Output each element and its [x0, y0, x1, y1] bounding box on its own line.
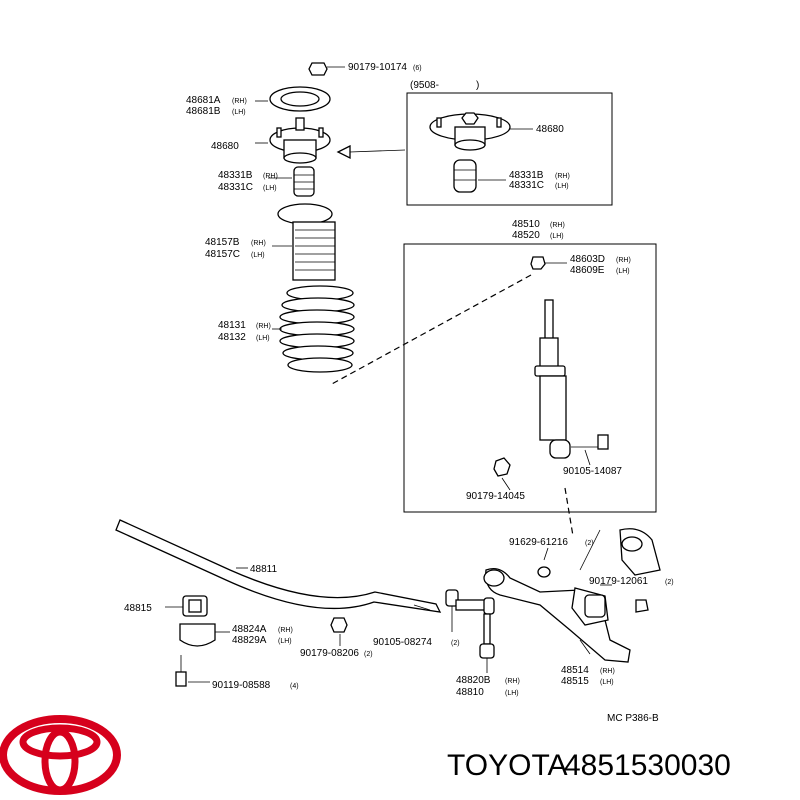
label-90119-08588: 90119-08588: [212, 680, 271, 691]
shock-absorber-box: [329, 243, 657, 537]
label-48815: 48815: [124, 603, 152, 614]
rh-tag: (RH): [600, 668, 615, 675]
dust-boot: [272, 203, 336, 281]
lh-tag: (LH): [263, 185, 277, 192]
toyota-logo: [0, 715, 121, 795]
lh-tag: (LH): [616, 268, 630, 275]
rh-tag: (RH): [505, 678, 520, 685]
label-48609e: 48609E: [570, 265, 605, 276]
label-90105-14087: 90105-14087: [563, 466, 622, 477]
inset-date-close: ): [476, 80, 479, 91]
stabilizer-bar: [115, 519, 442, 613]
label-48157c: 48157C: [205, 249, 240, 260]
qty-90119-08588: (4): [290, 683, 299, 690]
qty-90179-12061: (2): [665, 579, 674, 586]
bracket-bolt: [175, 655, 210, 687]
rh-tag: (RH): [616, 257, 631, 264]
upper-seat-plate: [255, 86, 331, 112]
inset-date-label: (9508-: [410, 80, 439, 91]
rh-tag: (RH): [555, 173, 570, 180]
qty-90179-08206: (2): [364, 651, 373, 658]
label-48680-right: 48680: [536, 124, 564, 135]
lh-tag: (LH): [505, 690, 519, 697]
label-48515: 48515: [561, 676, 589, 687]
label-48331b-right: 48331B: [509, 170, 544, 181]
label-90105-08274: 90105-08274: [373, 637, 432, 648]
qty-90105-08274: (2): [451, 640, 460, 647]
label-48603d: 48603D: [570, 254, 605, 265]
label-48824a: 48824A: [232, 624, 267, 635]
label-48810: 48810: [456, 687, 484, 698]
lh-tag: (LH): [550, 233, 564, 240]
rh-tag: (RH): [232, 98, 247, 105]
brand-name: TOYOTA: [447, 749, 568, 782]
lh-tag: (LH): [251, 252, 265, 259]
inset-box-later-model: [336, 92, 613, 206]
label-48510: 48510: [512, 219, 540, 230]
part-number: 4851530030: [564, 749, 731, 782]
stabilizer-bushing: [165, 595, 208, 617]
diagram-reference-code: MC P386-B: [607, 713, 659, 724]
lh-tag: (LH): [232, 109, 246, 116]
qty-91629-61216: (2): [585, 540, 594, 547]
qty-90179-10174: (6): [413, 65, 422, 72]
label-48829a: 48829A: [232, 635, 267, 646]
label-48681a: 48681A: [186, 95, 221, 106]
label-48681b: 48681B: [186, 106, 221, 117]
label-48132: 48132: [218, 332, 246, 343]
rh-tag: (RH): [251, 240, 266, 247]
label-48820b: 48820B: [456, 675, 491, 686]
label-90179-12061: 90179-12061: [589, 576, 648, 587]
stabilizer-bracket: [179, 623, 230, 647]
rh-tag: (RH): [263, 173, 278, 180]
label-90179-08206: 90179-08206: [300, 648, 359, 659]
label-48811: 48811: [250, 564, 278, 575]
label-91629-61216: 91629-61216: [509, 537, 568, 548]
label-90179-10174: 90179-10174: [348, 62, 407, 73]
stabilizer-link: [413, 589, 495, 673]
lower-control-arm: [483, 528, 661, 663]
lh-tag: (LH): [555, 183, 569, 190]
label-48680-left: 48680: [211, 141, 239, 152]
label-48331b: 48331B: [218, 170, 253, 181]
label-48157b: 48157B: [205, 237, 240, 248]
bound-stopper: [268, 166, 315, 197]
rh-tag: (RH): [550, 222, 565, 229]
rh-tag: (RH): [278, 627, 293, 634]
strut-mount-left: [255, 117, 331, 164]
label-48514: 48514: [561, 665, 589, 676]
label-48520: 48520: [512, 230, 540, 241]
link-nut: [330, 617, 348, 646]
label-90179-14045: 90179-14045: [466, 491, 525, 502]
mount-nut: [308, 62, 345, 76]
label-48331c: 48331C: [218, 182, 253, 193]
label-48331c-right: 48331C: [509, 180, 544, 191]
lh-tag: (LH): [600, 679, 614, 686]
rh-tag: (RH): [256, 323, 271, 330]
lh-tag: (LH): [278, 638, 292, 645]
coil-spring: [272, 285, 355, 373]
lh-tag: (LH): [256, 335, 270, 342]
label-48131: 48131: [218, 320, 246, 331]
